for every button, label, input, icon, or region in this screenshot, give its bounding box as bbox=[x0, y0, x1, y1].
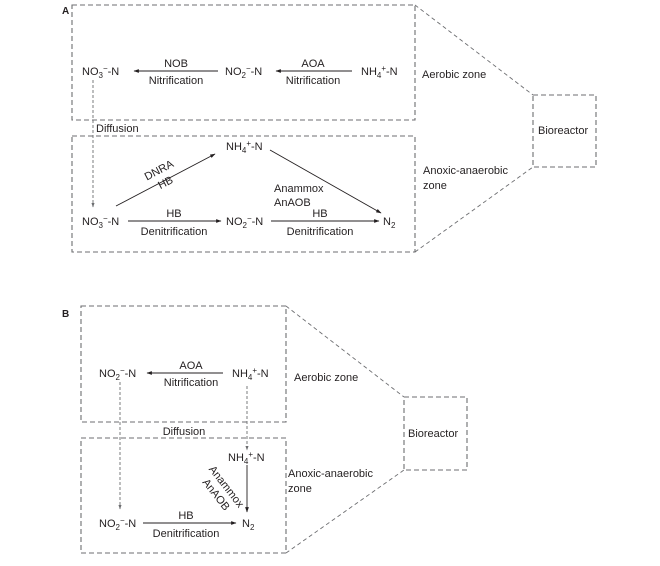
panel-b-denit-process: Denitrification bbox=[153, 528, 220, 540]
panel-a-denit-2-label: HB bbox=[312, 208, 327, 220]
panel-a-bioreactor-box bbox=[532, 94, 597, 168]
panel-b-aerobic-zone-box bbox=[80, 305, 287, 423]
panel-a-label: A bbox=[62, 6, 69, 17]
panel-b-species-nh4-mid: NH4+-N bbox=[228, 450, 265, 466]
panel-a-zoom-line-bottom bbox=[414, 166, 534, 253]
panel-b-aerobic-zone-label: Aerobic zone bbox=[294, 372, 358, 384]
panel-a-denit-1-label: HB bbox=[166, 208, 181, 220]
panel-a-anammox-label: Anammox bbox=[274, 183, 324, 195]
panel-a-anammox-organism: AnAOB bbox=[274, 197, 311, 209]
panel-b: B Aerobic zone Anoxic-anaerobic zone Bio… bbox=[62, 305, 468, 554]
panel-a-denit-2-process: Denitrification bbox=[287, 226, 354, 238]
panel-a-species-n2: N2 bbox=[383, 216, 396, 230]
panel-a-arrow-dnra bbox=[115, 153, 216, 207]
panel-a-species-nh4-mid: NH4+-N bbox=[226, 139, 263, 155]
panel-a-nob-label: NOB bbox=[164, 58, 188, 70]
panel-a-arrow-anammox bbox=[269, 149, 382, 214]
panel-a-aerobic-zone-box bbox=[71, 4, 416, 121]
panel-b-bioreactor-label: Bioreactor bbox=[408, 428, 458, 440]
panel-b-species-n2: N2 bbox=[242, 518, 255, 532]
panel-b-diffusion-label: Diffusion bbox=[163, 426, 206, 438]
panel-a-diffusion-label: Diffusion bbox=[96, 123, 139, 135]
panel-b-aoa-label: AOA bbox=[179, 360, 203, 372]
panel-a-nob-process: Nitrification bbox=[149, 75, 203, 87]
panel-b-denit-label: HB bbox=[178, 510, 193, 522]
panel-b-zoom-line-top bbox=[285, 305, 405, 398]
panel-a-anoxic-zone-label: Anoxic-anaerobic bbox=[423, 165, 508, 177]
panel-a-bioreactor-label: Bioreactor bbox=[538, 125, 588, 137]
panel-b-bioreactor-box bbox=[403, 396, 468, 471]
panel-a-anoxic-zone-box bbox=[71, 135, 416, 253]
panel-b-anoxic-zone-label: Anoxic-anaerobic bbox=[288, 468, 373, 480]
panel-a-species-no3-top: NO3−-N bbox=[82, 64, 119, 80]
panel-b-zoom-line-bottom bbox=[285, 469, 405, 554]
panel-b-species-nh4-top: NH4+-N bbox=[232, 366, 269, 382]
panel-b-species-no2-top: NO2−-N bbox=[99, 366, 136, 382]
panel-b-label: B bbox=[62, 309, 69, 320]
panel-b-species-no2-bottom: NO2−-N bbox=[99, 516, 136, 532]
panel-a-aerobic-zone-label: Aerobic zone bbox=[422, 69, 486, 81]
panel-a-denit-1-process: Denitrification bbox=[141, 226, 208, 238]
panel-a-anoxic-zone-label-2: zone bbox=[423, 180, 447, 192]
panel-a-species-nh4-top: NH4+-N bbox=[361, 64, 398, 80]
panel-a-species-no3-bottom: NO3−-N bbox=[82, 214, 119, 230]
panel-a-aoa-label: AOA bbox=[301, 58, 325, 70]
panel-a-species-no2-bottom: NO2−-N bbox=[226, 214, 263, 230]
panel-b-anoxic-zone-label-2: zone bbox=[288, 483, 312, 495]
panel-a-zoom-line-top bbox=[414, 4, 534, 96]
panel-a: A Aerobic zone Anoxic-anaerobic zone Bio… bbox=[62, 4, 597, 253]
panel-b-aoa-process: Nitrification bbox=[164, 377, 218, 389]
panel-a-aoa-process: Nitrification bbox=[286, 75, 340, 87]
panel-a-species-no2-top: NO2−-N bbox=[225, 64, 262, 80]
